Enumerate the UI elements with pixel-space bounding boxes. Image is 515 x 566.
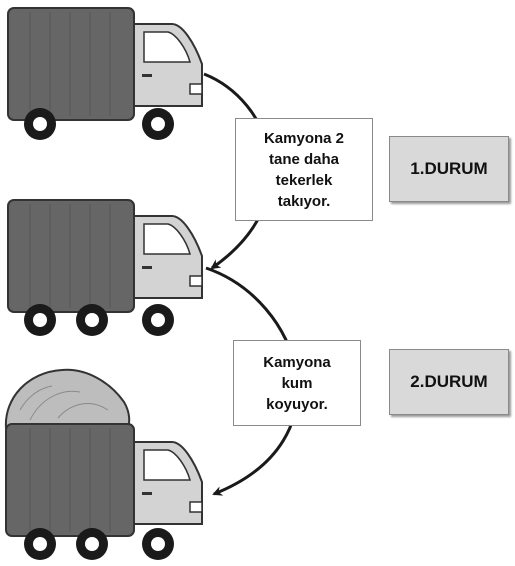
state-label-second: 2.DURUM <box>389 349 509 415</box>
truck-three-wheels-cab <box>133 215 203 299</box>
truck-initial-wheel <box>24 108 56 140</box>
note-add-wheels-line: takıyor. <box>277 192 331 210</box>
note-add-wheels-line: tane daha <box>268 150 340 168</box>
truck-initial <box>7 7 203 140</box>
truck-three-wheels-wheel <box>142 304 174 336</box>
truck-three-wheels <box>7 199 203 336</box>
sand-pile <box>4 368 131 429</box>
note-add-sand: Kamyona kum koyuyor. <box>233 340 361 426</box>
note-add-wheels: Kamyona 2 tane daha tekerlek takıyor. <box>235 118 373 221</box>
note-add-wheels-line: tekerlek <box>275 171 333 189</box>
note-add-sand-line: Kamyona <box>263 353 331 371</box>
truck-with-sand-wheel <box>76 528 108 560</box>
state-label-first: 1.DURUM <box>389 136 509 202</box>
note-add-sand-line: koyuyor. <box>266 395 328 413</box>
truck-three-wheels-cargo <box>7 199 135 313</box>
note-add-sand-line: kum <box>281 374 313 392</box>
truck-three-wheels-wheel <box>24 304 56 336</box>
truck-with-sand <box>4 368 203 560</box>
truck-with-sand-wheel <box>142 528 174 560</box>
truck-initial-cargo <box>7 7 135 121</box>
truck-initial-cab <box>133 23 203 107</box>
note-add-wheels-line: Kamyona 2 <box>263 129 345 147</box>
truck-three-wheels-wheel <box>76 304 108 336</box>
truck-with-sand-wheel <box>24 528 56 560</box>
truck-with-sand-cab <box>133 441 203 525</box>
truck-initial-wheel <box>142 108 174 140</box>
